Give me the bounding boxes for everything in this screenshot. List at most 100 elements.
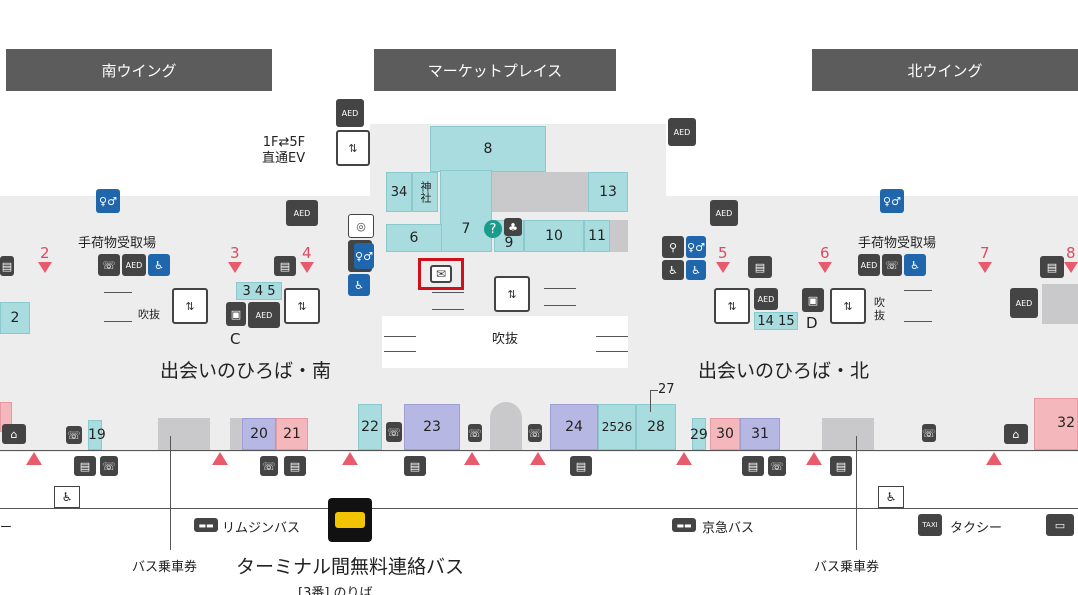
phone-icon-north[interactable]: ☏ — [882, 254, 902, 276]
shop-19[interactable] — [88, 420, 102, 450]
locker-icon-exit-6[interactable]: ▤ — [742, 456, 764, 476]
wheelchair-icon-market-right[interactable]: ♿ — [662, 260, 684, 280]
locker-icon-exit-5[interactable]: ▤ — [570, 456, 592, 476]
accessible-icon-market-right[interactable]: ♿ — [686, 260, 706, 280]
gate-6-marker[interactable] — [818, 262, 832, 273]
exit-marker-5[interactable] — [530, 452, 546, 465]
phone-icon-24[interactable]: ☏ — [528, 424, 542, 442]
bus-ticket-north-label[interactable]: バス乗車券 — [814, 560, 880, 575]
bus-ticket-south-label[interactable]: バス乗車券 — [132, 560, 198, 575]
shop-21[interactable]: 21 — [276, 418, 308, 450]
shop-13[interactable]: 13 — [588, 172, 628, 212]
taxi-label[interactable]: タクシー — [950, 521, 1003, 536]
phone-icon-19[interactable]: ☏ — [66, 426, 82, 444]
locker-icon-exit-2[interactable]: ▤ — [284, 456, 306, 476]
shop-24[interactable]: 24 — [550, 404, 598, 450]
shrine[interactable]: 神社 — [412, 172, 438, 212]
shop-11[interactable]: 11 — [584, 220, 610, 252]
gate-5-marker[interactable] — [716, 262, 730, 273]
gate-3-marker[interactable] — [228, 262, 242, 273]
aed-icon-north-3[interactable]: AED — [754, 288, 778, 310]
aed-icon-market[interactable]: AED — [336, 99, 364, 127]
gate-8-marker[interactable] — [1064, 262, 1078, 273]
shop-22[interactable]: 22 — [358, 404, 382, 450]
limousine-bus-label[interactable]: リムジンバス — [222, 521, 301, 536]
toilet-icon-north[interactable]: ♀♂ — [880, 189, 904, 213]
counter-d-icon[interactable]: ▣ — [802, 288, 824, 312]
exit-marker-1[interactable] — [26, 452, 42, 465]
elevator-icon-center[interactable]: ⇅ — [494, 276, 530, 312]
header-market-place[interactable]: マーケットプレイス — [374, 49, 616, 91]
post-office-highlight[interactable]: ✉ — [418, 258, 464, 290]
phone-icon-exit-2[interactable]: ☏ — [260, 456, 278, 476]
aed-icon-north[interactable]: AED — [858, 254, 880, 276]
locker-icon-south-gate4[interactable]: ▤ — [274, 256, 296, 276]
phone-icon-23[interactable]: ☏ — [468, 424, 482, 442]
accessible-toilet-icon-market[interactable]: ♿ — [348, 274, 370, 296]
elevator-icon-north[interactable]: ⇅ — [714, 288, 750, 324]
direct-elevator-icon[interactable]: ⇅ — [336, 130, 370, 166]
shop-20[interactable]: 20 — [242, 418, 276, 450]
shop-2[interactable]: 2 — [0, 302, 30, 334]
phone-icon-exit-1[interactable]: ☏ — [100, 456, 118, 476]
header-south-wing[interactable]: 南ウイング — [6, 49, 272, 91]
keikyu-bus-label[interactable]: 京急バス — [702, 521, 755, 536]
gate-7-marker[interactable] — [978, 262, 992, 273]
accessible-icon-north[interactable]: ♿ — [904, 254, 926, 276]
exit-marker-6[interactable] — [676, 452, 692, 465]
shops-3-4-5[interactable]: 3 4 5 — [236, 282, 282, 300]
locker-icon-exit-1[interactable]: ▤ — [74, 456, 96, 476]
shop-10[interactable]: 10 — [524, 220, 584, 252]
shop-6[interactable]: 6 — [386, 224, 442, 252]
shuttle-bus-label[interactable]: ターミナル間無料連絡バス — [236, 556, 465, 578]
phone-icon-22[interactable]: ☏ — [386, 422, 402, 442]
locker-icon-north-gate5[interactable]: ▤ — [748, 256, 772, 278]
exit-marker-3[interactable] — [342, 452, 358, 465]
header-north-wing[interactable]: 北ウイング — [812, 49, 1078, 91]
shop-28[interactable]: 28 — [636, 404, 676, 450]
elevator-icon-south-2[interactable]: ⇅ — [284, 288, 320, 324]
accessible-icon-south[interactable]: ♿ — [148, 254, 170, 276]
shop-34[interactable]: 34 — [386, 172, 412, 212]
locker-icon-exit-3[interactable]: ▤ — [404, 456, 426, 476]
counter-c-icon[interactable]: ▣ — [226, 302, 246, 326]
shop-29[interactable] — [692, 418, 706, 450]
wheelchair-icon-curb-south[interactable]: ♿ — [54, 486, 80, 508]
shop-7[interactable]: 7 — [440, 170, 492, 252]
gate-4-marker[interactable] — [300, 262, 314, 273]
phone-icon-exit-6[interactable]: ☏ — [768, 456, 786, 476]
aed-icon-c[interactable]: AED — [248, 302, 280, 328]
shop-31[interactable]: 31 — [740, 418, 780, 450]
exit-marker-8[interactable] — [986, 452, 1002, 465]
phone-icon-north-lower[interactable]: ☏ — [922, 424, 936, 442]
exit-marker-7[interactable] — [806, 452, 822, 465]
locker-icon-north-gate8[interactable]: ▤ — [1040, 256, 1064, 278]
aed-icon-north-2[interactable]: AED — [710, 200, 738, 226]
smoking-icon-north[interactable]: ⌂ — [1004, 424, 1028, 444]
shop-8[interactable]: 8 — [430, 126, 546, 172]
aed-icon-south[interactable]: AED — [122, 254, 146, 276]
smoking-icon-south[interactable]: ⌂ — [2, 424, 26, 444]
aed-icon-north-hall[interactable]: AED — [1010, 288, 1038, 318]
shop-30[interactable]: 30 — [710, 418, 740, 450]
toilet-icon-market-right[interactable]: ♀♂ — [686, 236, 706, 258]
shops-14-15[interactable]: 14 15 — [754, 312, 798, 330]
elevator-icon-north-2[interactable]: ⇅ — [830, 288, 866, 324]
gate-2-marker[interactable] — [38, 262, 52, 273]
phone-icon-south[interactable]: ☏ — [98, 254, 120, 276]
elevator-icon-south[interactable]: ⇅ — [172, 288, 208, 324]
aed-icon-south-2[interactable]: AED — [286, 200, 318, 226]
locker-icon-south-edge[interactable]: ▤ — [0, 256, 14, 276]
locker-icon-exit-7[interactable]: ▤ — [830, 456, 852, 476]
toilet-icon-market[interactable]: ♀♂ — [354, 243, 374, 269]
shop-23[interactable]: 23 — [404, 404, 460, 450]
information-icon[interactable]: ? — [484, 220, 502, 238]
exit-marker-4[interactable] — [464, 452, 480, 465]
aed-icon-north-top[interactable]: AED — [668, 118, 696, 146]
exit-marker-2[interactable] — [212, 452, 228, 465]
restroom-market-right-icon[interactable]: ⚲ — [662, 236, 684, 258]
shuttle-bus-icon[interactable] — [328, 498, 372, 542]
toilet-icon-south[interactable]: ♀♂ — [96, 189, 120, 213]
wheelchair-icon-curb-north[interactable]: ♿ — [878, 486, 904, 508]
